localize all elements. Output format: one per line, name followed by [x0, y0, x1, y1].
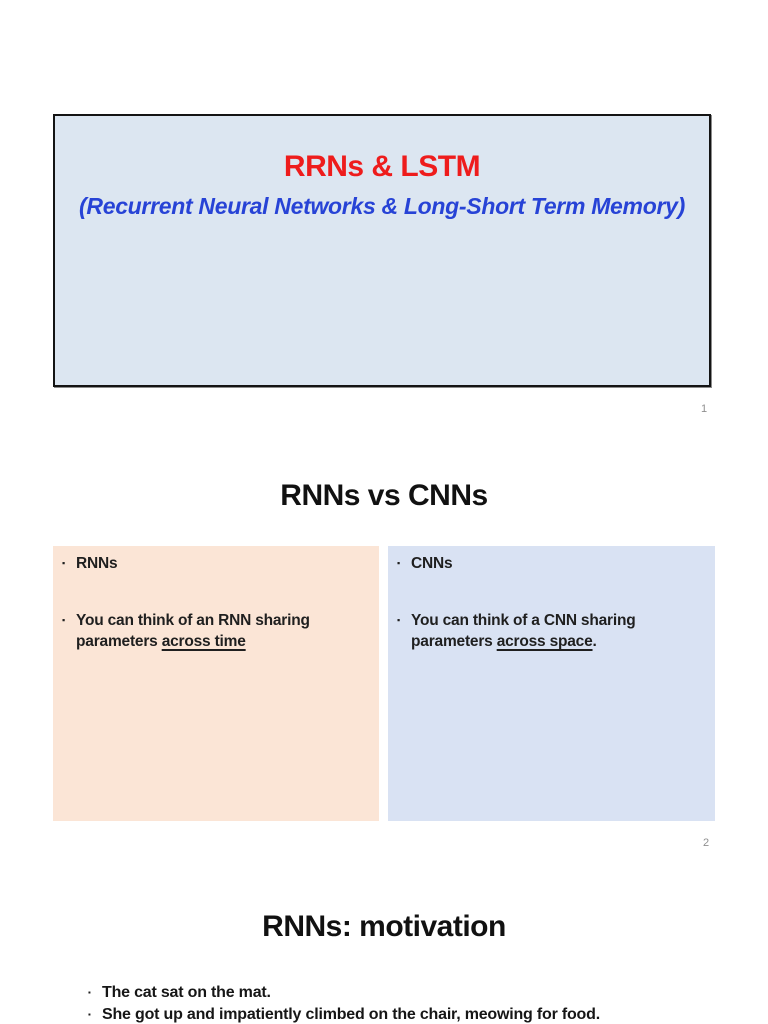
rnn-heading-label: RNNs: [76, 555, 118, 572]
slide-1-title-slide: RRNs & LSTM (Recurrent Neural Networks &…: [53, 114, 711, 387]
slide-2-title: RNNs vs CNNs: [280, 479, 488, 512]
cnn-heading-label: CNNs: [411, 555, 453, 572]
cnn-point-line1: You can think of a CNN sharing: [411, 612, 636, 629]
bullet-square-icon: ▪: [88, 1009, 91, 1019]
motivation-bullet-1-text: The cat sat on the mat.: [102, 984, 271, 1001]
cnn-point-suffix: .: [592, 633, 597, 650]
bullet-square-icon: ▪: [397, 558, 400, 568]
motivation-bullet-2-text: She got up and impatiently climbed on th…: [102, 1005, 600, 1023]
bullet-square-icon: ▪: [62, 558, 65, 568]
motivation-bullet-1: ▪ The cat sat on the mat.: [88, 982, 748, 1004]
cnn-point-text: You can think of a CNN sharing parameters…: [411, 610, 636, 652]
bullet-square-icon: ▪: [397, 615, 400, 625]
bullet-square-icon: ▪: [88, 988, 91, 997]
page-number-2: 2: [703, 837, 710, 849]
rnn-comparison-box: ▪ RNNs ▪ You can think of an RNN sharing…: [53, 546, 379, 821]
cnn-comparison-box: ▪ CNNs ▪ You can think of a CNN sharing p…: [388, 546, 715, 821]
rnn-point-line2-pre: parameters: [76, 633, 162, 650]
slide-1-subtitle: (Recurrent Neural Networks & Long-Short …: [79, 193, 685, 219]
slide-3-title: RNNs: motivation: [262, 910, 506, 943]
rnn-point-bullet: ▪ You can think of an RNN sharing paramet…: [62, 610, 367, 652]
cnn-point-line2-pre: parameters: [411, 633, 497, 650]
cnn-point-bullet: ▪ You can think of a CNN sharing paramete…: [397, 610, 703, 652]
bullet-square-icon: ▪: [62, 615, 65, 625]
slide-3-bullet-list: ▪ The cat sat on the mat. ▪ She got up a…: [88, 982, 748, 1024]
rnn-heading-bullet: ▪ RNNs: [62, 553, 367, 574]
rnn-point-underlined: across time: [161, 633, 246, 650]
motivation-bullet-2: ▪ She got up and impatiently climbed on …: [88, 1004, 748, 1024]
page-number-1: 1: [701, 403, 708, 415]
rnn-point-text: You can think of an RNN sharing parameter…: [76, 610, 310, 652]
cnn-point-underlined: across space: [496, 633, 593, 650]
slide-1-title: RRNs & LSTM: [283, 150, 481, 183]
rnn-point-line1: You can think of an RNN sharing: [76, 612, 310, 629]
cnn-heading-bullet: ▪ CNNs: [397, 553, 703, 574]
